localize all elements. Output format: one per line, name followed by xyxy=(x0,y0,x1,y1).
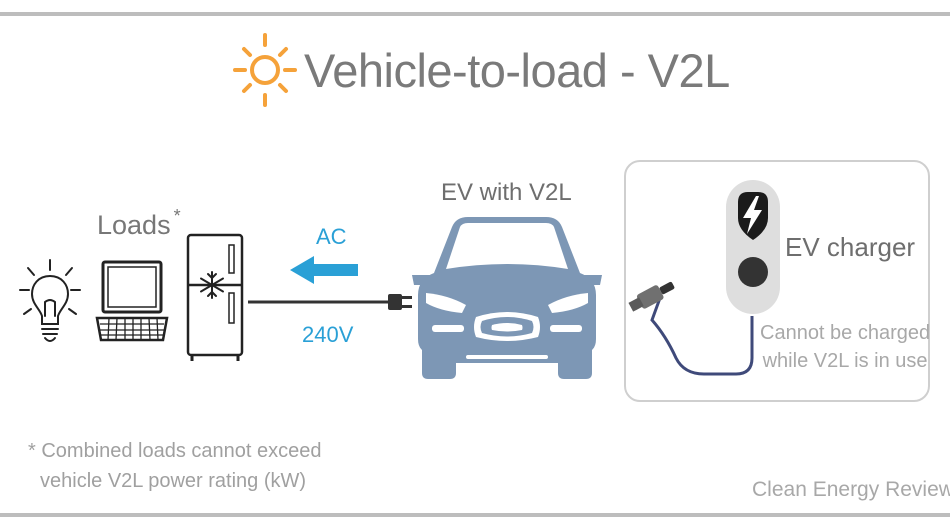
charger-panel xyxy=(624,160,930,402)
sun-icon xyxy=(233,33,297,107)
arrow-left-icon xyxy=(290,256,358,284)
charger-note-line2: while V2L is in use xyxy=(762,350,928,372)
light-bulb-icon xyxy=(19,259,81,342)
charger-illustration xyxy=(628,180,780,376)
v2l-cable xyxy=(248,256,412,310)
page-title: Vehicle-to-load - V2L xyxy=(304,43,730,97)
footnote-line1: * Combined loads cannot exceed xyxy=(28,440,322,462)
fridge-icon xyxy=(186,233,244,361)
voltage-label: 240V xyxy=(302,322,354,347)
car-icon xyxy=(412,217,602,379)
loads-label-text: Loads xyxy=(97,210,171,240)
vehicle-label: EV with V2L xyxy=(441,179,572,206)
flow-direction-label: AC xyxy=(316,224,347,249)
footnote-line2: vehicle V2L power rating (kW) xyxy=(40,470,307,492)
charger-label: EV charger xyxy=(785,232,916,262)
charger-note: Cannot be charged while V2L is in use xyxy=(760,319,930,375)
charging-connector-icon xyxy=(628,281,675,312)
bottom-divider xyxy=(0,513,950,517)
charger-note-line1: Cannot be charged xyxy=(760,322,931,344)
loads-label: Loads* xyxy=(97,206,181,241)
footnote: * Combined loads cannot exceed vehicle V… xyxy=(28,436,322,496)
laptop-icon xyxy=(95,260,169,342)
loads-asterisk: * xyxy=(173,206,181,226)
credit-label: Clean Energy Reviews xyxy=(752,478,950,501)
title-row: Vehicle-to-load - V2L xyxy=(232,30,730,110)
top-divider xyxy=(0,12,950,16)
plug-icon xyxy=(388,294,412,310)
lightning-icon xyxy=(738,192,768,240)
